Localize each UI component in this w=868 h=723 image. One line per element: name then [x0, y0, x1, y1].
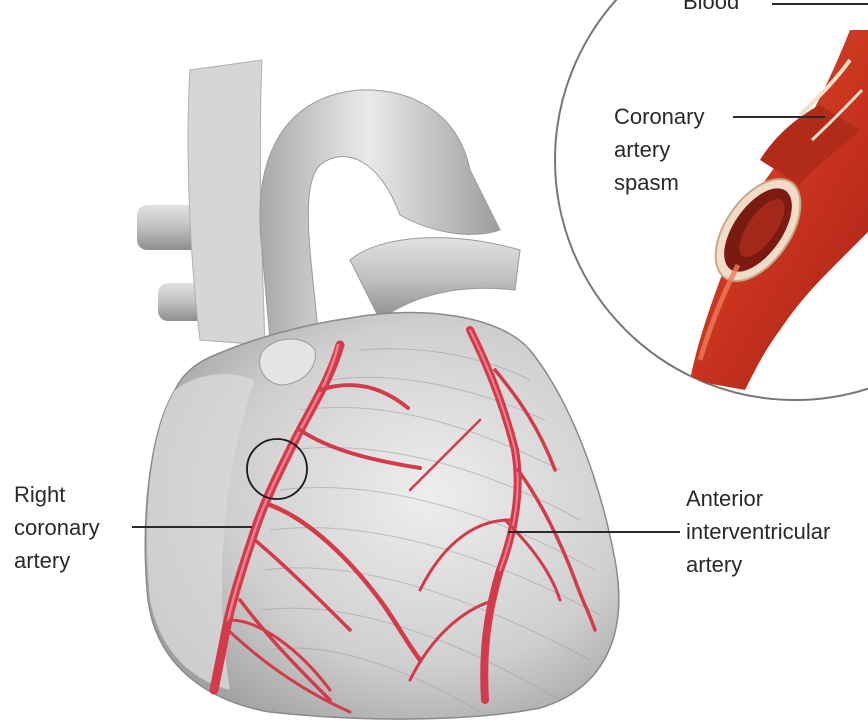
label-spasm-line-2: artery [614, 133, 704, 166]
label-rca-line-3: artery [14, 544, 100, 577]
label-anterior-interventricular-artery: Anterior interventricular artery [686, 482, 830, 581]
label-aiv-line-1: Anterior [686, 482, 830, 515]
label-aiv-line-3: artery [686, 548, 830, 581]
label-coronary-artery-spasm: Coronary artery spasm [614, 100, 704, 199]
inset-magnification [555, 0, 868, 400]
label-rca-line-1: Right [14, 478, 100, 511]
label-rca-line-2: coronary [14, 511, 100, 544]
label-spasm-line-1: Coronary [614, 100, 704, 133]
label-right-coronary-artery: Right coronary artery [14, 478, 100, 577]
label-blood: Blood [683, 0, 739, 18]
label-aiv-line-2: interventricular [686, 515, 830, 548]
great-vessels [137, 60, 520, 345]
label-spasm-line-3: spasm [614, 166, 704, 199]
label-blood-text: Blood [683, 0, 739, 18]
